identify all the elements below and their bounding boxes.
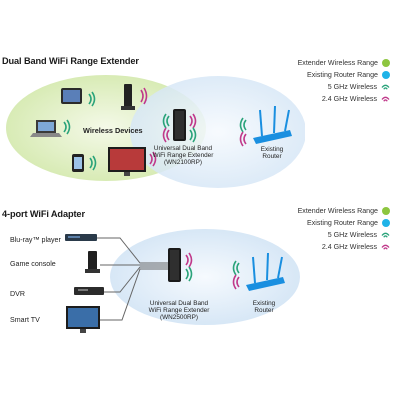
legend1-24ghz: 2.4 GHz Wireless: [322, 95, 390, 103]
laptop-icon: [30, 120, 62, 137]
wifi-waves: [185, 252, 240, 290]
legend-label: 5 GHz Wireless: [327, 231, 377, 239]
device-label-game-console: Game console: [10, 260, 56, 268]
legend2-24ghz: 2.4 GHz Wireless: [322, 243, 390, 251]
wifi-5ghz-icon: [381, 232, 390, 238]
smart-tv-icon: [66, 306, 100, 333]
legend-label: Existing Router Range: [307, 219, 378, 227]
wireless-devices-label: Wireless Devices: [83, 126, 143, 135]
device-label-bluray: Blu-ray™ player: [10, 236, 61, 244]
range-diagram-2: [65, 229, 300, 333]
legend-label: Existing Router Range: [307, 71, 378, 79]
router-label-2: Existing Router: [252, 300, 276, 315]
router-icon: [246, 252, 285, 291]
wifi-24ghz-icon: [381, 244, 390, 250]
range-diagram-1: [6, 75, 305, 188]
ethernet-cables: [97, 237, 168, 321]
blue-dot-icon: [382, 71, 390, 79]
tablet-icon: [61, 88, 82, 104]
wifi-waves: [63, 87, 247, 171]
legend-label: 5 GHz Wireless: [327, 83, 377, 91]
legend1-router-range: Existing Router Range: [307, 71, 390, 79]
device-label-dvr: DVR: [10, 290, 25, 298]
phone-icon: [72, 154, 84, 172]
legend-label: 2.4 GHz Wireless: [321, 243, 377, 251]
legend-label: 2.4 GHz Wireless: [321, 95, 377, 103]
dvr-icon: [74, 287, 104, 295]
section2-title: 4-port WiFi Adapter: [2, 209, 85, 219]
legend2-extender-range: Extender Wireless Range: [298, 207, 390, 215]
legend1-extender-range: Extender Wireless Range: [298, 59, 390, 67]
legend2-router-range: Existing Router Range: [307, 219, 390, 227]
legend-label: Extender Wireless Range: [297, 59, 378, 67]
router-range-area: [130, 76, 305, 188]
router-label-1: Existing Router: [260, 146, 284, 161]
section1-title: Dual Band WiFi Range Extender: [2, 56, 139, 66]
game-console-icon: [121, 84, 135, 110]
extender-icon: [168, 248, 181, 282]
legend2-5ghz: 5 GHz Wireless: [328, 231, 390, 239]
extender-icon: [173, 109, 186, 141]
wifi-5ghz-icon: [381, 84, 390, 90]
legend1-5ghz: 5 GHz Wireless: [328, 83, 390, 91]
tv-icon: [108, 147, 146, 176]
legend-label: Extender Wireless Range: [297, 207, 378, 215]
bluray-player-icon: [65, 234, 97, 241]
router-range-area: [110, 229, 300, 325]
green-dot-icon: [382, 59, 390, 67]
wifi-24ghz-icon: [381, 96, 390, 102]
device-label-smart-tv: Smart TV: [10, 316, 40, 324]
extender-label-2: Universal Dual Band WiFi Range Extender …: [148, 300, 210, 322]
router-icon: [253, 105, 292, 144]
blue-dot-icon: [382, 219, 390, 227]
game-console-icon: [85, 251, 100, 273]
extender-label-1: Universal Dual Band WiFi Range Extender …: [152, 145, 214, 167]
green-dot-icon: [382, 207, 390, 215]
